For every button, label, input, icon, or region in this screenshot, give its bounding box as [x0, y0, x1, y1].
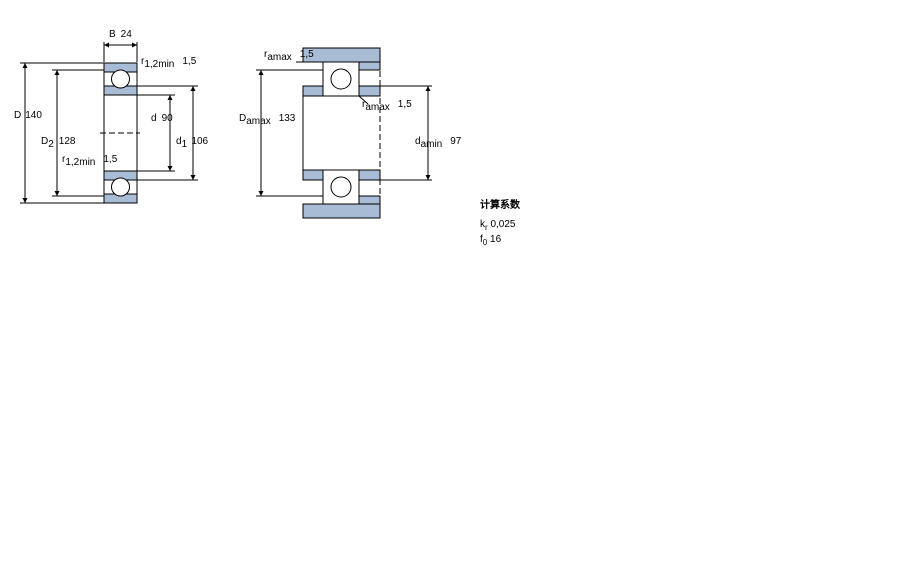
abutment-section [302, 47, 381, 219]
housing-bottom-step [358, 195, 381, 205]
abutment-dimension-lines [256, 61, 432, 197]
bearing-section [100, 62, 140, 204]
housing-bottom [302, 203, 381, 219]
ball-bottom [111, 177, 130, 197]
bearing-dimension-lines [20, 42, 198, 204]
bearing-arrowheads [22, 42, 196, 203]
abutment-arrowheads [258, 70, 431, 196]
ball-top-mounted [330, 68, 352, 90]
ball-top [111, 69, 130, 89]
coefficients-title: 计算系数 [480, 200, 520, 211]
ball-bottom-mounted [330, 176, 352, 198]
housing-top-step [358, 61, 381, 71]
coefficient-kr: kr 0,025 [480, 219, 516, 232]
housing-top [302, 47, 381, 63]
coefficient-f0: f0 16 [480, 234, 502, 247]
